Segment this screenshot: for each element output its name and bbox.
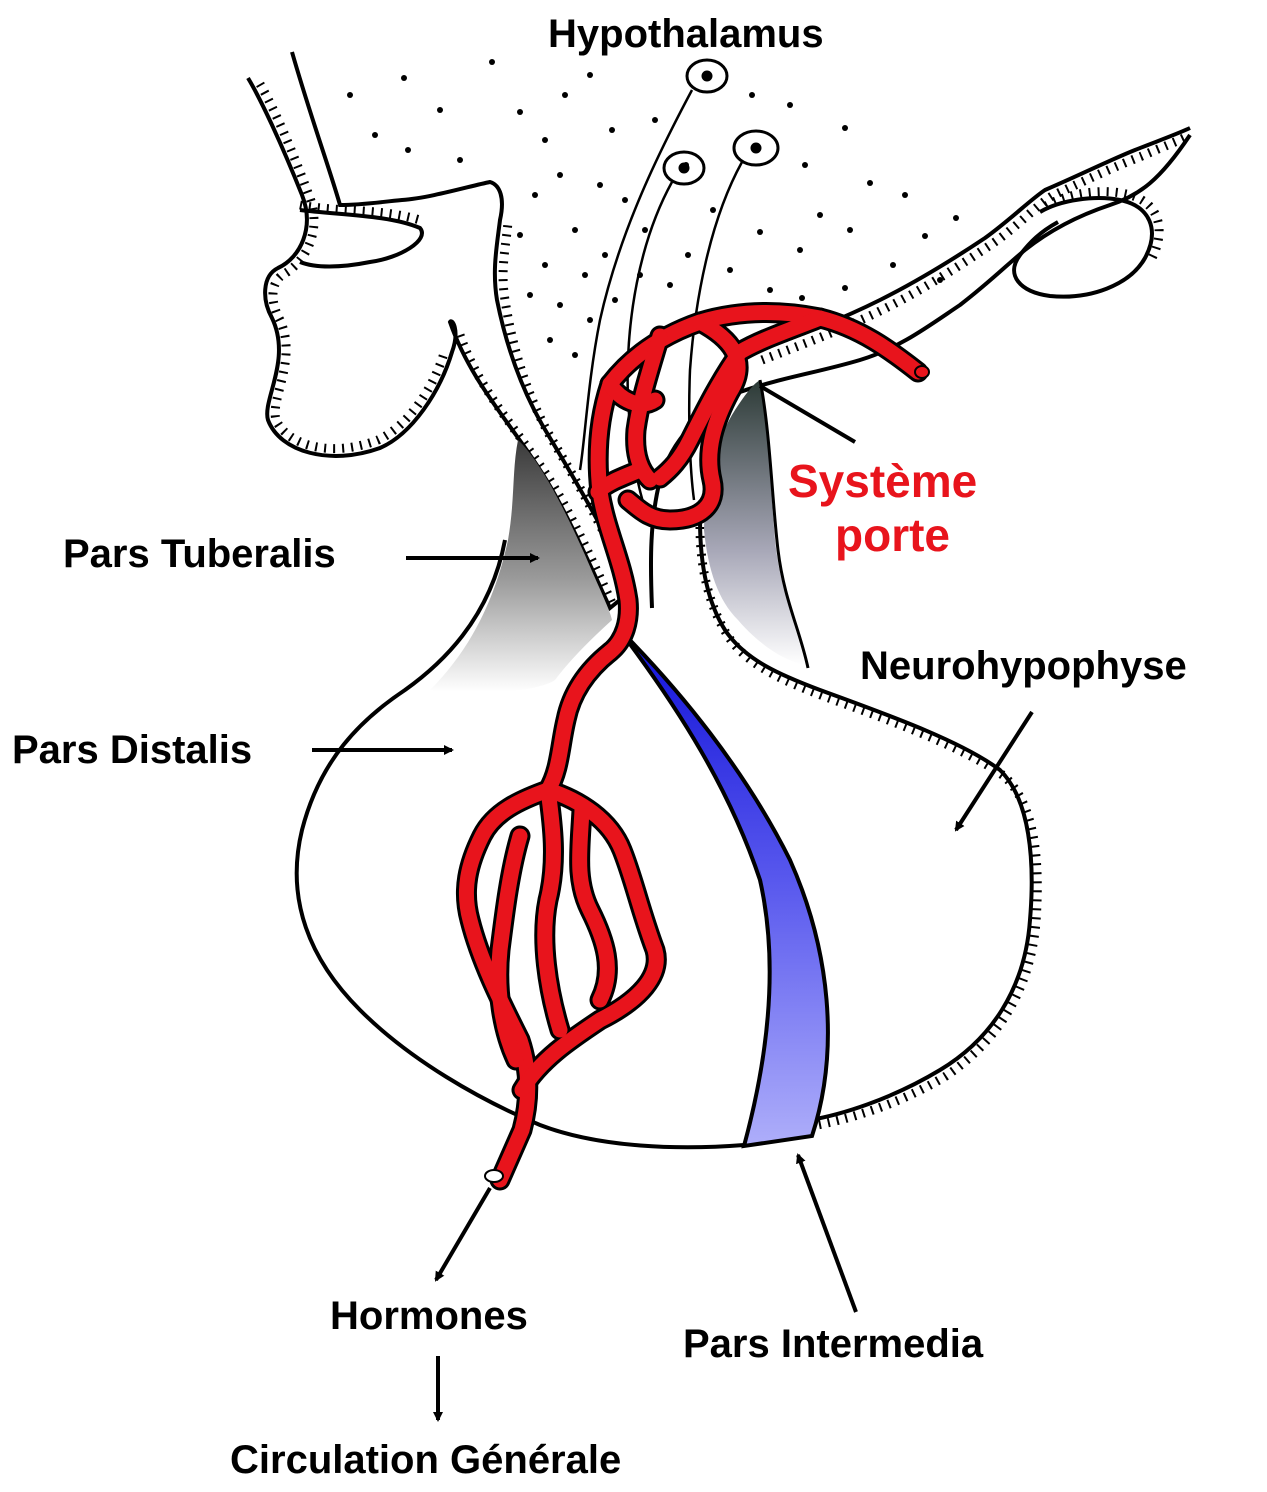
pars-intermedia — [618, 628, 828, 1146]
label-systeme-porte-line2: porte — [835, 512, 950, 558]
label-neurohypophyse: Neurohypophyse — [860, 646, 1187, 686]
label-systeme-porte-line1: Système — [788, 458, 977, 504]
arrow-systeme-porte — [760, 386, 855, 442]
label-circulation-generale: Circulation Générale — [230, 1440, 621, 1480]
arrow-neurohypophyse — [956, 712, 1032, 830]
label-hormones: Hormones — [330, 1296, 528, 1336]
label-pars-distalis: Pars Distalis — [12, 730, 252, 770]
pars-tuberalis — [430, 440, 612, 692]
label-pars-intermedia: Pars Intermedia — [683, 1324, 983, 1364]
label-hypothalamus: Hypothalamus — [548, 14, 824, 54]
label-pars-tuberalis: Pars Tuberalis — [63, 534, 336, 574]
arrow-hormones — [436, 1188, 490, 1280]
hypothalamus-nuclei-dots — [347, 59, 959, 358]
arrow-pars-intermedia — [798, 1155, 856, 1312]
